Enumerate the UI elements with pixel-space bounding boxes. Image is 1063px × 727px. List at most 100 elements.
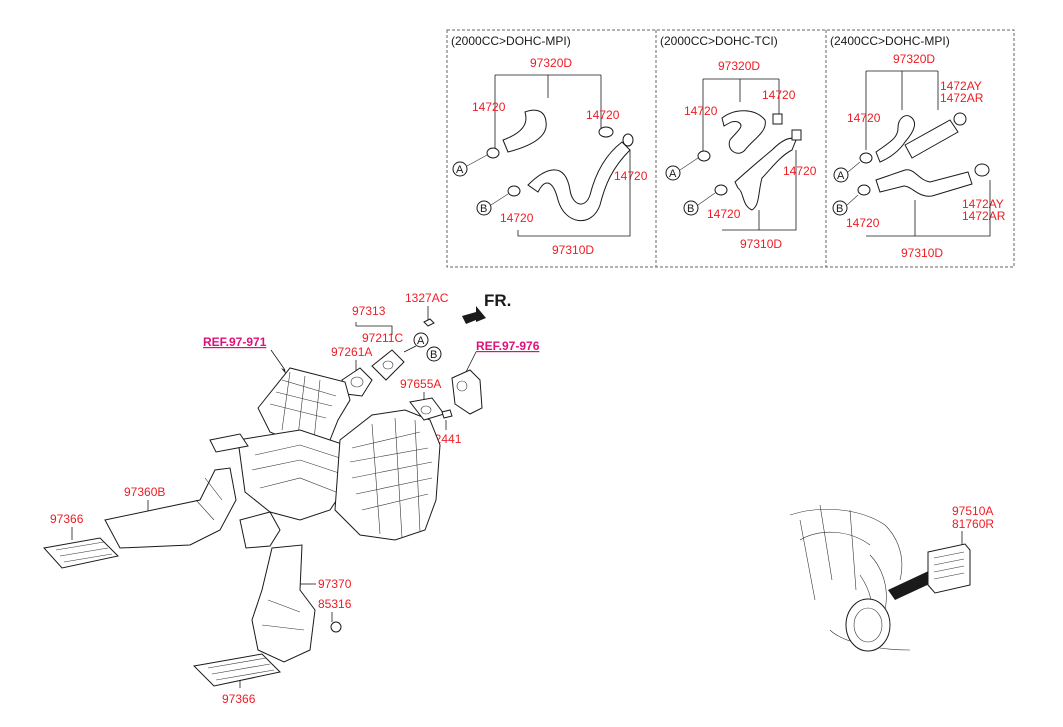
marker-leader <box>490 193 509 206</box>
hose-97310d <box>734 137 797 211</box>
clamp-label: 14720 <box>762 88 796 102</box>
clamp-label: 14720 <box>846 216 880 230</box>
duct-detail <box>195 477 223 521</box>
hose-clamp <box>857 184 871 196</box>
hose-label-97310d: 97310D <box>740 237 782 251</box>
part-label-97360b: 97360B <box>124 485 165 499</box>
marker-a-label: A <box>417 335 425 347</box>
hose-clamp <box>714 184 728 196</box>
clamp-label: 14720 <box>707 207 741 221</box>
panel-2400cc-mpi: (2400CC>DOHC-MPI) 97320D 1472AY 1472AR 1… <box>830 34 1006 260</box>
part-label-97366-top: 97366 <box>50 512 84 526</box>
clamp-label: 14720 <box>586 108 620 122</box>
hose-clamp <box>953 112 967 126</box>
leader-lines <box>355 322 393 335</box>
ref-link-97-971[interactable]: REF.97-971 <box>203 335 267 349</box>
hose-clamp <box>974 163 990 177</box>
rear-floor-grille-97366-lower <box>192 653 282 687</box>
marker-b-label: B <box>687 203 694 215</box>
valve-port <box>456 380 468 392</box>
clamp-label: 14720 <box>783 164 817 178</box>
part-label-97510a: 97510A <box>952 504 993 518</box>
hose-label-97320d: 97320D <box>893 52 935 66</box>
hose-clamp <box>486 147 500 159</box>
rear-wheel-hub <box>853 607 883 643</box>
leader-lines <box>865 70 939 150</box>
inset-frame <box>446 29 1015 268</box>
hose-97320d-upper <box>875 115 915 163</box>
clamp-label: 1472AR <box>940 91 984 105</box>
gasket-hole <box>420 405 432 415</box>
hose-label-97310d: 97310D <box>901 246 943 260</box>
extractor-slats <box>933 551 965 580</box>
hvac-case-right <box>334 409 441 541</box>
hose-97320d <box>721 110 766 154</box>
clamp-label: 14720 <box>472 100 506 114</box>
vehicle-body-outline <box>789 504 911 651</box>
front-indicator: FR. <box>484 291 511 310</box>
hose-label-97320d: 97320D <box>718 59 760 73</box>
marker-b <box>832 200 848 216</box>
bolt-1327ac <box>423 318 435 327</box>
panel-header: (2000CC>DOHC-TCI) <box>660 34 778 48</box>
grille-slats <box>207 657 275 681</box>
hose-clamp <box>772 113 783 125</box>
ref-link-97-976[interactable]: REF.97-976 <box>476 339 540 353</box>
clamp-label: 1472AR <box>962 209 1006 223</box>
part-label-97211c: 97211C <box>362 331 403 345</box>
part-label-97370: 97370 <box>318 577 352 591</box>
hose-clamp <box>598 126 614 138</box>
marker-a-label: A <box>669 168 677 180</box>
hose-97320d <box>502 109 547 153</box>
clamp-label: 1472AY <box>940 79 982 93</box>
gasket-hole <box>350 376 364 388</box>
marker-a <box>833 167 849 183</box>
marker-leader <box>847 161 861 173</box>
hose-label-97310d: 97310D <box>552 243 594 257</box>
rear-heating-duct-97360b <box>104 467 237 549</box>
marker-b-label: B <box>836 203 843 215</box>
part-label-85316: 85316 <box>318 597 352 611</box>
vehicle-locator: 97510A 81760R <box>789 504 994 652</box>
panel-2000cc-tci: (2000CC>DOHC-TCI) 97320D 14720 14720 147… <box>660 34 817 251</box>
rear-heating-duct-97370 <box>251 544 316 663</box>
hose-clamp <box>791 129 802 141</box>
marker-a-label: A <box>837 170 845 182</box>
marker-b-label: B <box>430 349 437 361</box>
clamp-label: 14720 <box>684 104 718 118</box>
expansion-valve-block <box>451 369 483 415</box>
hose-clamp <box>859 152 873 164</box>
panel-header: (2000CC>DOHC-MPI) <box>451 34 571 48</box>
marker-leader <box>697 192 716 206</box>
grille-slats <box>55 541 113 563</box>
rear-wheel <box>845 598 891 652</box>
part-label-97261a: 97261A <box>331 345 372 359</box>
hose-variants-inset: (2000CC>DOHC-MPI) 97320D 14720 14720 147… <box>446 29 1015 268</box>
front-arrow-icon <box>462 306 486 324</box>
clamp-label: 14720 <box>847 111 881 125</box>
hose-label-97320d: 97320D <box>530 56 572 70</box>
main-assembly: FR. REF.97-971 REF.97-976 97313 1327AC 9… <box>43 291 540 706</box>
leader-lines <box>722 150 797 231</box>
part-label-1327ac: 1327AC <box>405 291 449 305</box>
marker-a-label: A <box>456 164 464 176</box>
plate-97211c <box>371 349 405 381</box>
clip-85316 <box>330 621 342 633</box>
marker-leader <box>466 154 488 167</box>
marker-a <box>452 161 468 177</box>
ref-leader <box>270 349 286 371</box>
marker-leader <box>679 157 699 171</box>
hvac-case-left <box>237 429 351 521</box>
leader-lines <box>517 150 631 237</box>
clamp-label: 14720 <box>500 211 534 225</box>
marker-b <box>476 200 492 216</box>
screw-12441 <box>441 409 453 419</box>
part-label-97655a: 97655A <box>400 377 441 391</box>
hose-97310d <box>875 169 973 197</box>
connector-line <box>403 345 417 353</box>
hose-97310d <box>527 141 631 222</box>
part-label-97366-bottom: 97366 <box>222 692 256 706</box>
locator-pointer-icon <box>888 568 938 600</box>
clamp-label: 14720 <box>614 169 648 183</box>
